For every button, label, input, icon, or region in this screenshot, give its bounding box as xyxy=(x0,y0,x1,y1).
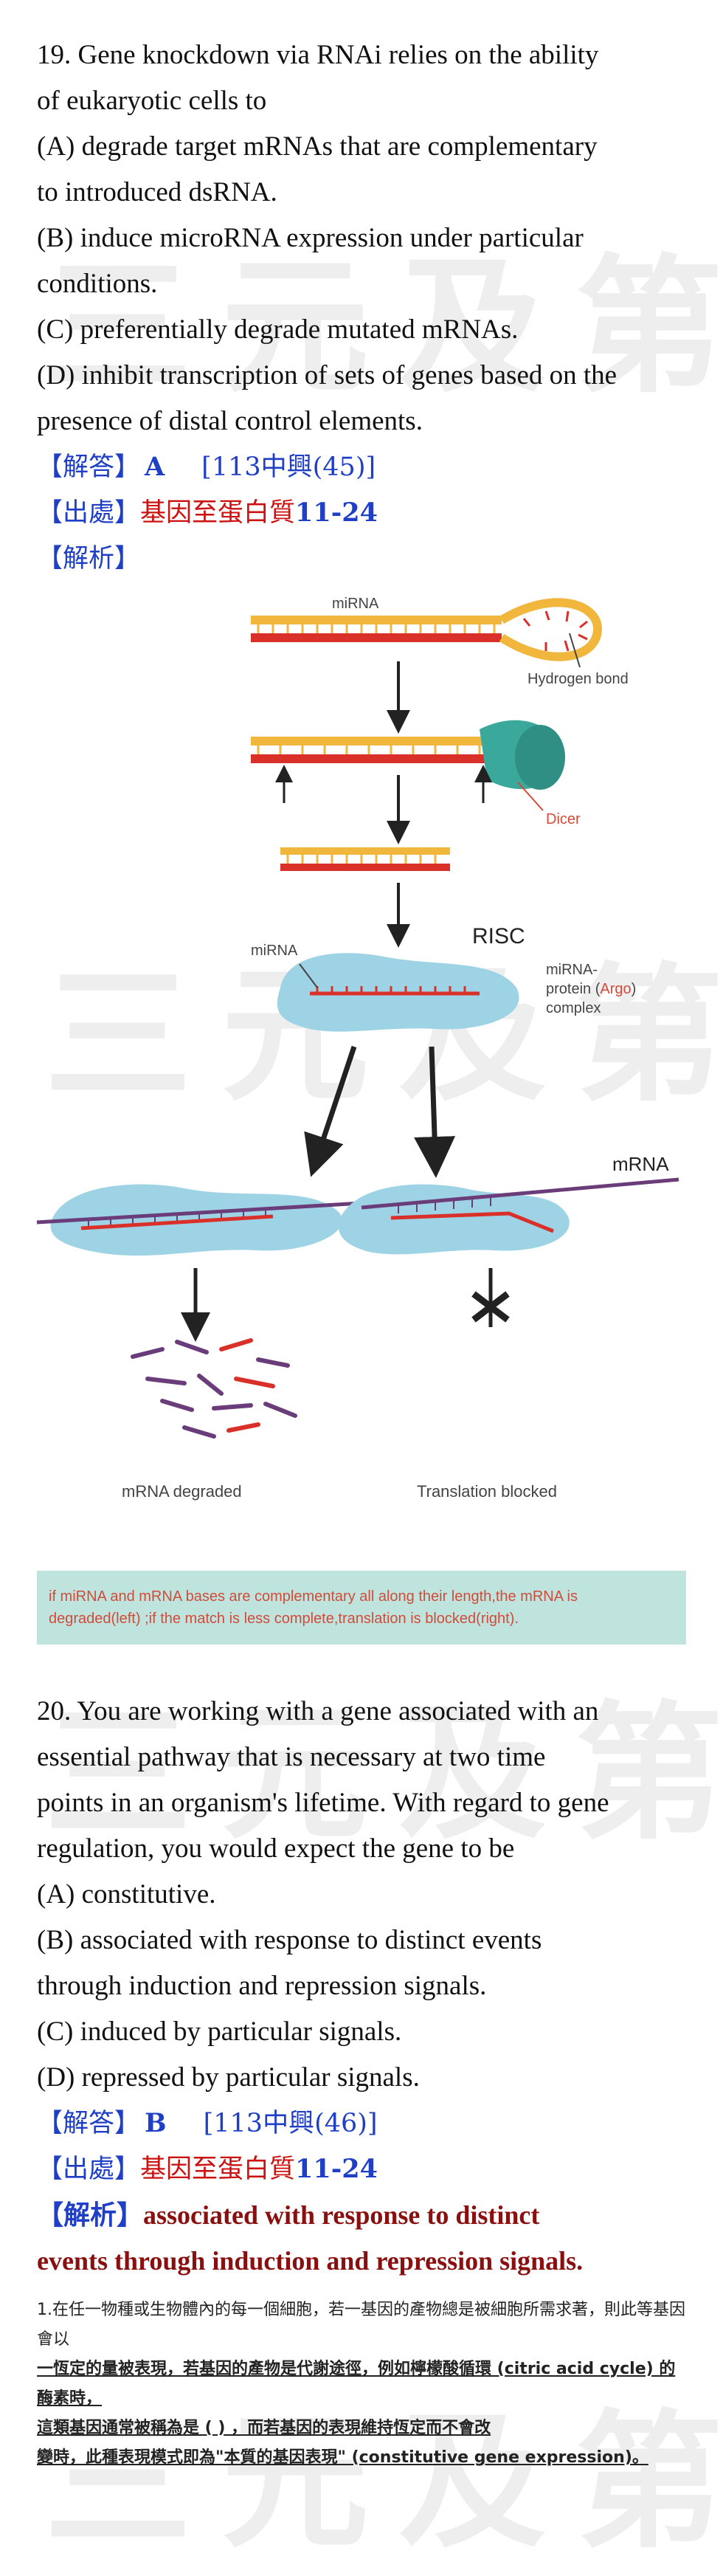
watermark-top: 三元及第 xyxy=(44,241,723,413)
label-complex-3: complex xyxy=(546,1000,601,1016)
option-b-line: through induction and repression signals… xyxy=(37,1971,487,2001)
option-a-line: (A) constitutive. xyxy=(37,1879,216,1909)
arrow-right-path xyxy=(414,1046,456,1178)
page-content: 19. Gene knockdown via RNAi relies on th… xyxy=(36,32,686,2473)
dicer-cleavage xyxy=(251,720,565,811)
analysis-row-19: 【解析】 xyxy=(37,536,686,582)
analysis-text-continued: events through induction and repression … xyxy=(37,2246,584,2276)
origin-chapter: 11-24 xyxy=(295,497,378,528)
label-dicer: Dicer xyxy=(546,811,581,827)
origin-row-19: 【出處】基因至蛋白質11-24 xyxy=(37,490,686,536)
note-line: 這類基因通常被稱為是 ( ) ，而若基因的表現維持恆定而不會改 xyxy=(37,2419,491,2437)
reference-note: 1.在任一物種或生物體內的每一個細胞，若一基因的產物總是被細胞所需求著，則此等基… xyxy=(37,2296,686,2473)
origin-row-20: 【出處】基因至蛋白質11-24 xyxy=(37,2146,686,2192)
rnai-figure: miRNA Hydrogen bond Dicer xyxy=(36,589,686,1645)
origin-tag: 【出處】 xyxy=(37,2155,141,2184)
label-mirna-mid: miRNA xyxy=(251,943,298,959)
option-d-line: presence of distal control elements. xyxy=(37,406,423,436)
label-degraded: mRNA degraded xyxy=(122,1482,242,1501)
question-line: essential pathway that is necessary at t… xyxy=(37,1742,546,1772)
answer-tag: 【解答】 xyxy=(37,2109,141,2138)
question-line: 20. You are working with a gene associat… xyxy=(37,1696,599,1726)
analysis-tag: 【解析】 xyxy=(37,2200,144,2230)
note-line: 變時，此種表現模式即為"本質的基因表現" (constitutive gene … xyxy=(37,2448,648,2467)
question-19: 19. Gene knockdown via RNAi relies on th… xyxy=(37,32,686,444)
answer-value: B xyxy=(145,2108,167,2138)
partial-match-complex xyxy=(338,1177,679,1255)
note-line: 一恆定的量被表現，若基因的產物是代謝途徑，例如檸檬酸循環 (citric aci… xyxy=(37,2360,676,2408)
rnai-diagram: miRNA Hydrogen bond Dicer xyxy=(36,596,679,1501)
origin-text: 基因至蛋白質 xyxy=(140,498,296,528)
answer-source: [113中興(46)] xyxy=(203,2109,378,2138)
label-complex-2a: protein ( xyxy=(546,981,601,997)
label-argo: Argo xyxy=(600,981,631,997)
caption-line: if miRNA and mRNA bases are complementar… xyxy=(49,1588,578,1605)
analysis-row-20: 【解析】associated with response to distinct xyxy=(37,2192,686,2238)
question-line: 19. Gene knockdown via RNAi relies on th… xyxy=(37,40,599,70)
answer-source: [113中興(45)] xyxy=(201,452,376,482)
option-c-line: (C) induced by particular signals. xyxy=(37,2017,402,2047)
full-match-complex xyxy=(36,1184,362,1256)
question-20: 20. You are working with a gene associat… xyxy=(37,1689,686,2101)
note-line: 1.在任一物種或生物體內的每一個細胞，若一基因的產物總是被細胞所需求著，則此等基… xyxy=(37,2301,685,2349)
hairpin-mirna xyxy=(251,598,603,668)
option-b-line: (B) associated with response to distinct… xyxy=(37,1925,542,1955)
label-risc: RISC xyxy=(472,924,525,948)
answer-row-20: 【解答】B [113中興(46)] xyxy=(37,2101,686,2146)
label-complex-2: protein (Argo) xyxy=(546,981,636,997)
option-d-line: (D) repressed by particular signals. xyxy=(37,2062,420,2093)
option-c-line: (C) preferentially degrade mutated mRNAs… xyxy=(37,314,519,345)
answer-row-19: 【解答】A [113中興(45)] xyxy=(37,444,686,490)
origin-chapter: 11-24 xyxy=(295,2154,378,2184)
label-mirna-top: miRNA xyxy=(332,596,379,612)
arrow-left-path xyxy=(304,1045,357,1177)
mrna-fragments xyxy=(131,1338,297,1439)
label-mrna: mRNA xyxy=(612,1153,669,1175)
block-x-icon xyxy=(471,1291,510,1323)
option-b-line: conditions. xyxy=(37,269,158,299)
label-complex-2c: ) xyxy=(632,981,637,997)
analysis-text: associated with response to distinct xyxy=(143,2200,540,2230)
origin-text: 基因至蛋白質 xyxy=(140,2155,296,2184)
label-blocked: Translation blocked xyxy=(417,1482,557,1501)
question-line: of eukaryotic cells to xyxy=(37,86,267,116)
origin-tag: 【出處】 xyxy=(37,498,141,528)
option-b-line: (B) induce microRNA expression under par… xyxy=(37,223,584,253)
option-a-line: to introduced dsRNA. xyxy=(37,177,277,207)
question-line: regulation, you would expect the gene to… xyxy=(37,1833,515,1864)
risc-complex xyxy=(277,953,519,1032)
short-duplex xyxy=(280,847,450,871)
figure-caption: if miRNA and mRNA bases are complementar… xyxy=(37,1571,686,1645)
answer-tag: 【解答】 xyxy=(37,452,141,482)
question-line: points in an organism's lifetime. With r… xyxy=(37,1788,609,1818)
answer-value: A xyxy=(145,452,165,482)
label-complex-1: miRNA- xyxy=(546,962,598,978)
watermark-lower: 三元及第 xyxy=(44,1688,723,1860)
option-d-line: (D) inhibit transcription of sets of gen… xyxy=(37,360,618,390)
caption-line: degraded(left) ;if the match is less com… xyxy=(49,1611,519,1627)
label-hydrogen-bond: Hydrogen bond xyxy=(527,671,629,687)
analysis-tag: 【解析】 xyxy=(37,544,141,574)
option-a-line: (A) degrade target mRNAs that are comple… xyxy=(37,131,598,162)
